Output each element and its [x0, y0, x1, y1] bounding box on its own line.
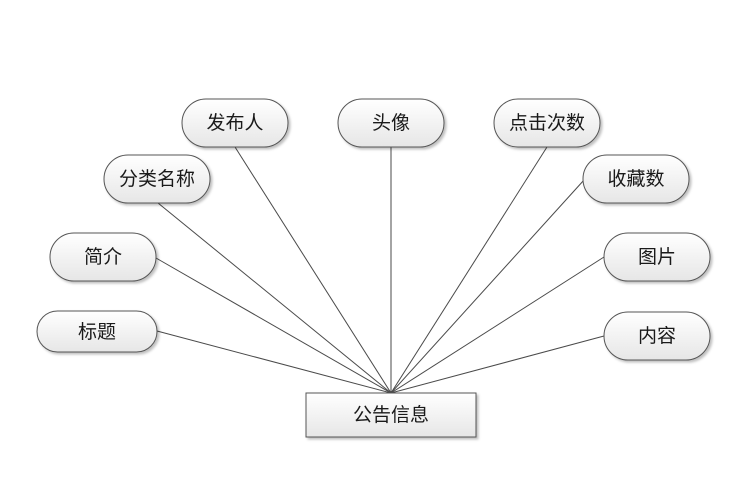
connector-clicks [390, 146, 548, 394]
connector-title [156, 330, 392, 394]
attribute-content: 内容 [603, 311, 711, 361]
attribute-clicks-label: 点击次数 [509, 112, 585, 134]
connector-category [157, 202, 392, 394]
attribute-title-label: 标题 [78, 321, 116, 343]
connector-favorites [390, 179, 585, 394]
connector-image [390, 256, 605, 394]
attribute-intro: 简介 [49, 232, 157, 282]
connector-intro [155, 257, 392, 394]
attribute-title: 标题 [36, 310, 158, 353]
attribute-image: 图片 [603, 232, 711, 282]
attribute-content-label: 内容 [638, 325, 676, 347]
attribute-publisher-label: 发布人 [206, 112, 263, 134]
attribute-favorites-label: 收藏数 [607, 168, 664, 190]
connector-lines [155, 146, 605, 394]
attribute-avatar: 头像 [337, 98, 445, 148]
attribute-category-label: 分类名称 [119, 168, 195, 190]
entity-box: 公告信息 [305, 392, 477, 438]
attribute-image-label: 图片 [638, 246, 676, 268]
attribute-favorites: 收藏数 [582, 154, 690, 204]
connector-content [390, 335, 605, 394]
entity-label: 公告信息 [353, 404, 429, 426]
attribute-clicks: 点击次数 [493, 98, 601, 148]
attribute-avatar-label: 头像 [372, 112, 410, 134]
attribute-intro-label: 简介 [84, 246, 122, 268]
attribute-publisher: 发布人 [181, 98, 289, 148]
attribute-category: 分类名称 [103, 154, 211, 204]
connector-publisher [234, 146, 392, 394]
